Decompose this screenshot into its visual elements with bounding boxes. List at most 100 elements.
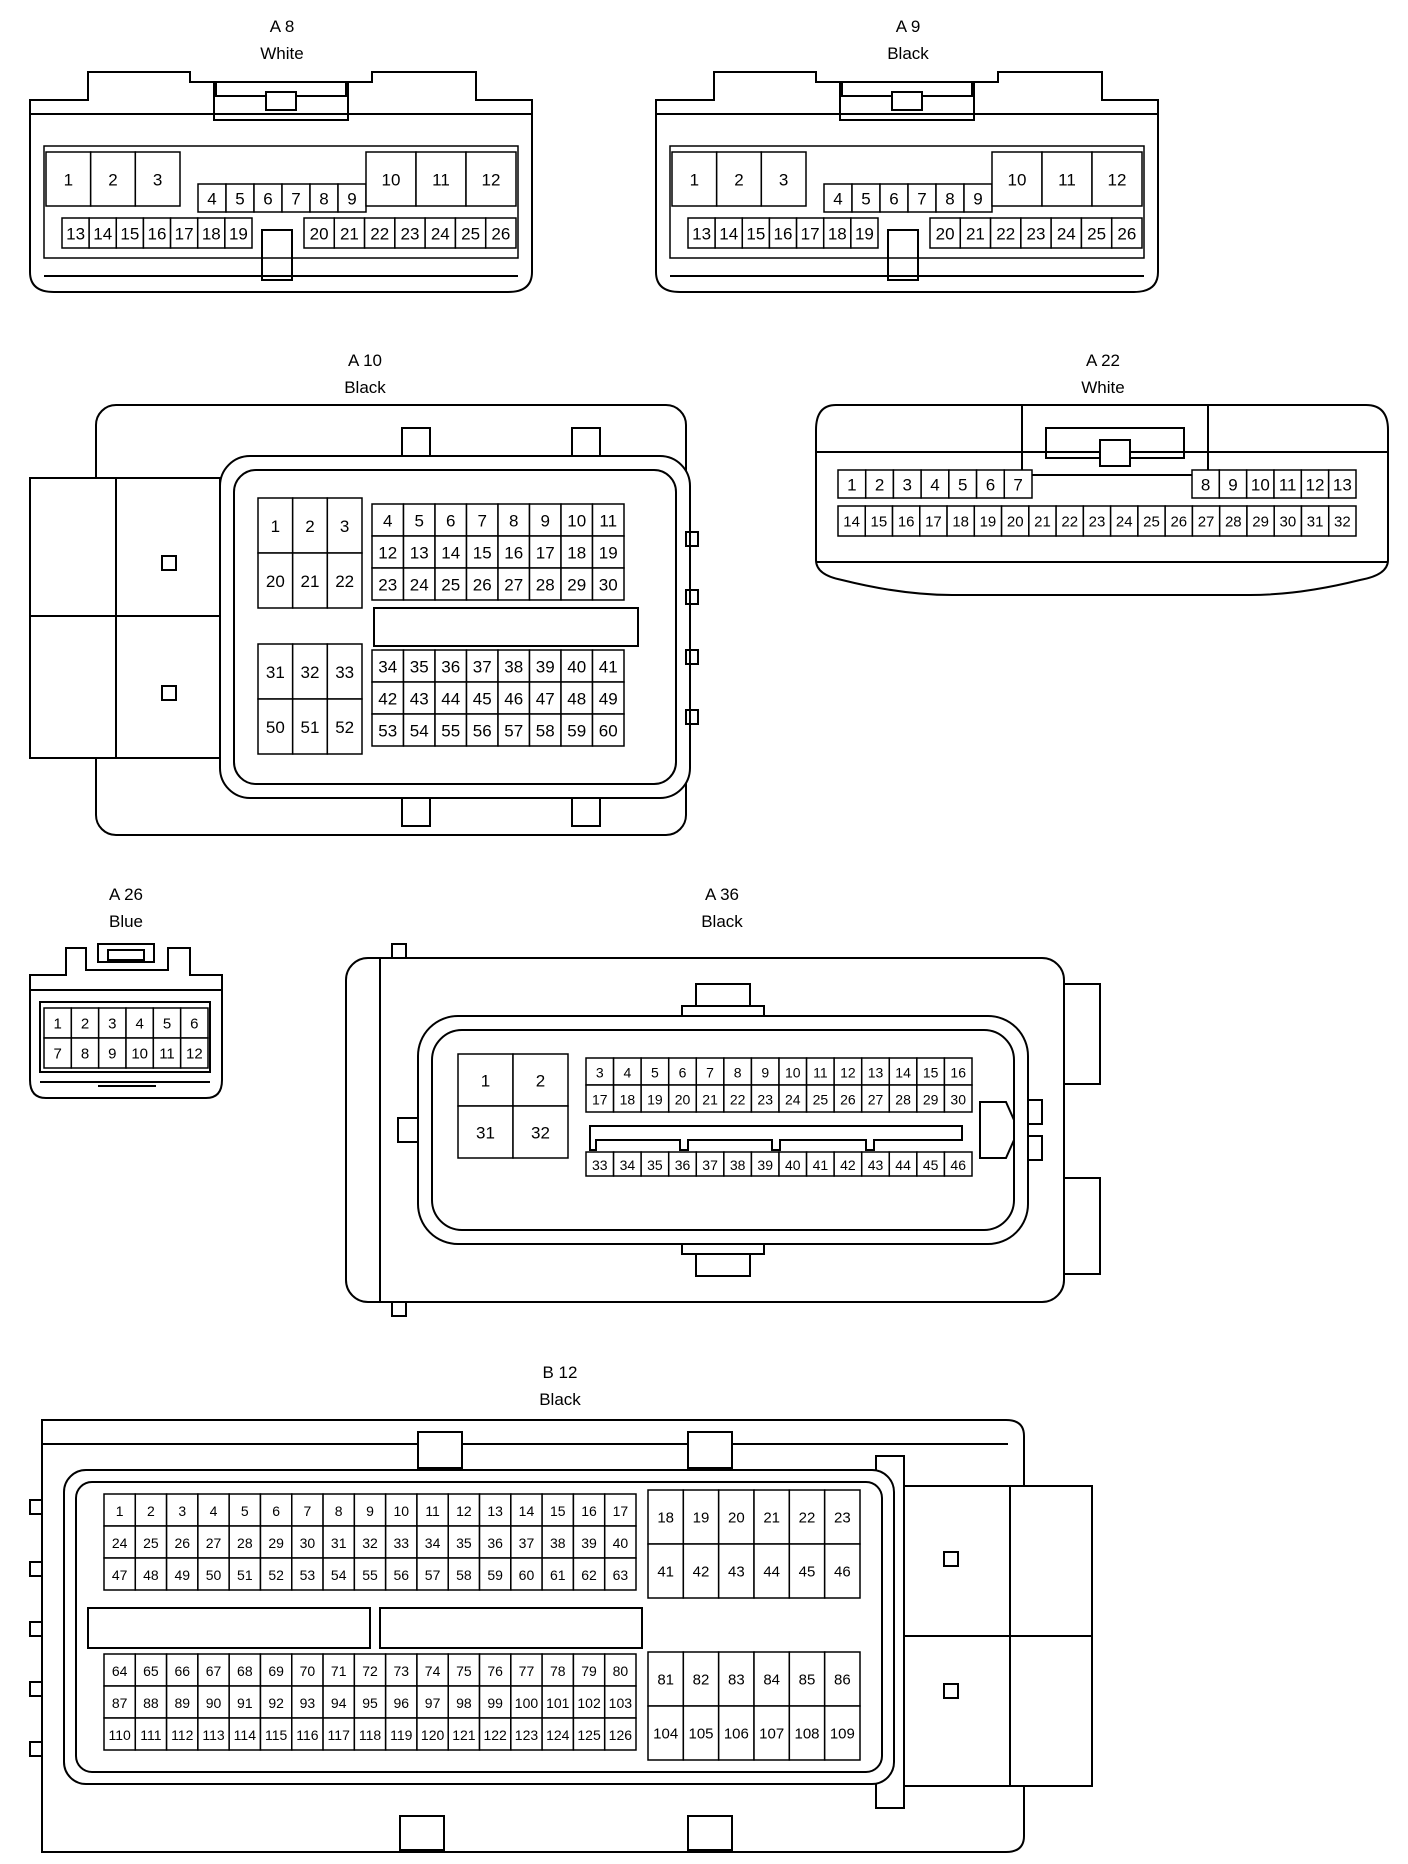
pin-number: 34 bbox=[425, 1535, 441, 1551]
pin-cavity bbox=[88, 217, 118, 249]
pin-cavity bbox=[572, 1557, 606, 1591]
pin-number: 101 bbox=[546, 1695, 570, 1711]
pin-cavity bbox=[179, 1037, 209, 1069]
pin-number: 57 bbox=[504, 722, 523, 741]
pin-cavity bbox=[723, 1151, 753, 1177]
pin-number: 22 bbox=[730, 1092, 746, 1108]
pin-number: 52 bbox=[268, 1567, 284, 1583]
pin-number: 19 bbox=[693, 1510, 710, 1527]
pin-number: 7 bbox=[478, 512, 487, 531]
pin-number: 30 bbox=[950, 1092, 966, 1108]
pin-cavity bbox=[259, 1493, 293, 1527]
pin-number: 85 bbox=[799, 1672, 816, 1689]
pin-cavity bbox=[478, 1685, 512, 1719]
pin-cavity bbox=[165, 1557, 199, 1591]
pin-number: 115 bbox=[265, 1727, 288, 1743]
pin-number: 25 bbox=[461, 225, 480, 244]
connector-housing bbox=[29, 404, 699, 836]
pin-number: 23 bbox=[1089, 514, 1106, 531]
pin-number: 68 bbox=[237, 1663, 253, 1679]
pin-number: 100 bbox=[515, 1695, 539, 1711]
pin-cavity bbox=[795, 217, 825, 249]
pin-number: 94 bbox=[331, 1695, 347, 1711]
pin-cavity bbox=[528, 535, 562, 569]
pin-number: 114 bbox=[234, 1727, 257, 1743]
pin-number: 120 bbox=[421, 1727, 445, 1743]
pin-number: 31 bbox=[1307, 514, 1324, 531]
pin-cavity bbox=[860, 1151, 891, 1177]
pin-number: 34 bbox=[620, 1157, 636, 1173]
pin-cavity bbox=[1273, 469, 1303, 499]
pin-number: 66 bbox=[174, 1663, 190, 1679]
pin-cavity bbox=[326, 643, 363, 700]
pin-number: 87 bbox=[112, 1695, 128, 1711]
pin-cavity bbox=[224, 217, 253, 249]
pin-cavity bbox=[768, 217, 798, 249]
pin-cavity bbox=[61, 217, 90, 249]
pin-number: 7 bbox=[917, 190, 926, 209]
pin-cavity bbox=[70, 1037, 100, 1069]
pin-number: 30 bbox=[1279, 514, 1296, 531]
pin-number: 5 bbox=[651, 1065, 659, 1081]
pin-number: 69 bbox=[268, 1663, 284, 1679]
pin-cavity bbox=[585, 1151, 615, 1177]
pin-number: 1 bbox=[481, 1072, 490, 1091]
pin-number: 71 bbox=[331, 1663, 347, 1679]
pin-cavity bbox=[1091, 151, 1143, 207]
pin-number: 83 bbox=[728, 1672, 745, 1689]
pin-number: 98 bbox=[456, 1695, 472, 1711]
pin-cavity bbox=[434, 535, 468, 569]
pin-number: 15 bbox=[550, 1503, 566, 1519]
pin-cavity bbox=[394, 217, 426, 249]
pin-number: 56 bbox=[394, 1567, 410, 1583]
pin-cavity bbox=[291, 1557, 324, 1591]
connector-id: A 10 bbox=[348, 351, 382, 370]
pin-cavity bbox=[510, 1685, 543, 1719]
pin-number: 12 bbox=[1306, 476, 1325, 495]
pin-number: 42 bbox=[693, 1564, 710, 1581]
pin-number: 50 bbox=[206, 1567, 222, 1583]
pin-cavity bbox=[603, 1653, 637, 1687]
pin-number: 14 bbox=[93, 225, 112, 244]
pin-number: 6 bbox=[679, 1065, 687, 1081]
pin-cavity bbox=[416, 1717, 449, 1751]
pin-number: 20 bbox=[266, 572, 285, 591]
pin-cavity bbox=[837, 469, 867, 499]
pin-number: 26 bbox=[473, 576, 492, 595]
pin-number: 45 bbox=[473, 690, 492, 709]
pin-cavity bbox=[45, 151, 92, 207]
pin-cavity bbox=[891, 505, 921, 537]
pin-number: 106 bbox=[724, 1726, 749, 1743]
pin-number: 107 bbox=[759, 1726, 784, 1743]
pin-number: 112 bbox=[171, 1727, 194, 1743]
pin-number: 108 bbox=[794, 1726, 819, 1743]
pin-number: 13 bbox=[868, 1065, 884, 1081]
pin-cavity bbox=[750, 1151, 780, 1177]
pin-number: 42 bbox=[378, 690, 397, 709]
pin-number: 6 bbox=[986, 476, 995, 495]
pin-number: 37 bbox=[519, 1535, 535, 1551]
pin-number: 24 bbox=[785, 1092, 801, 1108]
pin-number: 48 bbox=[143, 1567, 159, 1583]
pin-number: 79 bbox=[581, 1663, 597, 1679]
pin-cavity bbox=[750, 1057, 780, 1086]
pin-number: 5 bbox=[163, 1016, 171, 1033]
pin-cavity bbox=[989, 217, 1022, 249]
pin-cavity bbox=[603, 1717, 637, 1751]
pin-number: 1 bbox=[53, 1016, 61, 1033]
pin-number: 95 bbox=[362, 1695, 378, 1711]
pin-number: 12 bbox=[482, 171, 501, 190]
pin-cavity bbox=[788, 1543, 826, 1599]
pin-cavity bbox=[695, 1057, 725, 1086]
pin-number: 9 bbox=[366, 1503, 374, 1519]
pin-cavity bbox=[892, 469, 922, 499]
pin-number: 46 bbox=[950, 1157, 966, 1173]
pin-number: 92 bbox=[268, 1695, 284, 1711]
pin-number: 1 bbox=[271, 517, 280, 536]
pin-number: 91 bbox=[237, 1695, 253, 1711]
pin-number: 19 bbox=[855, 225, 874, 244]
pin-number: 51 bbox=[301, 718, 320, 737]
pin-cavity bbox=[115, 217, 145, 249]
